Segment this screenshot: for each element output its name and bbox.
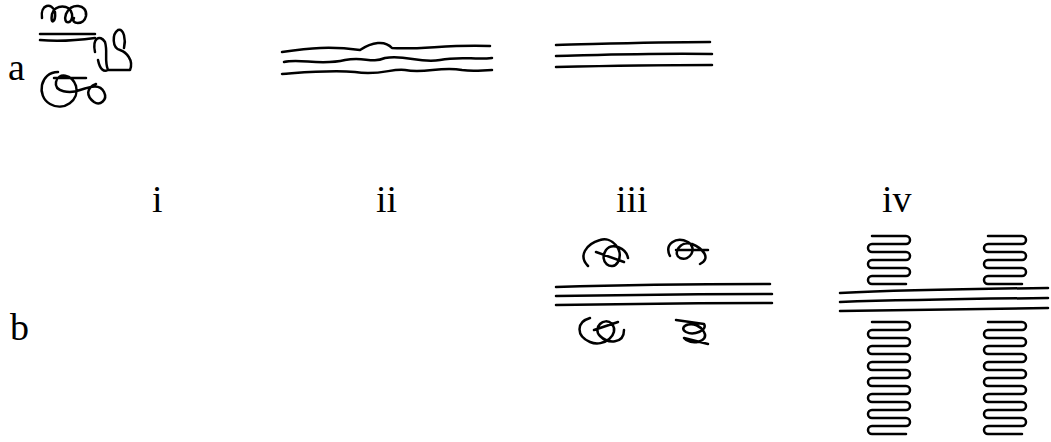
core-with-folds [840,236,1048,434]
row-letter: b [10,308,29,346]
random-coils [40,6,131,107]
column-numeral: i [152,180,163,218]
column-numeral: iv [882,180,912,218]
core-with-coils [556,239,772,344]
wavy-strands [282,43,492,74]
row-letter: a [8,48,25,86]
column-numeral: iii [616,180,648,218]
aligned-strands [556,42,712,67]
column-numeral: ii [376,180,397,218]
